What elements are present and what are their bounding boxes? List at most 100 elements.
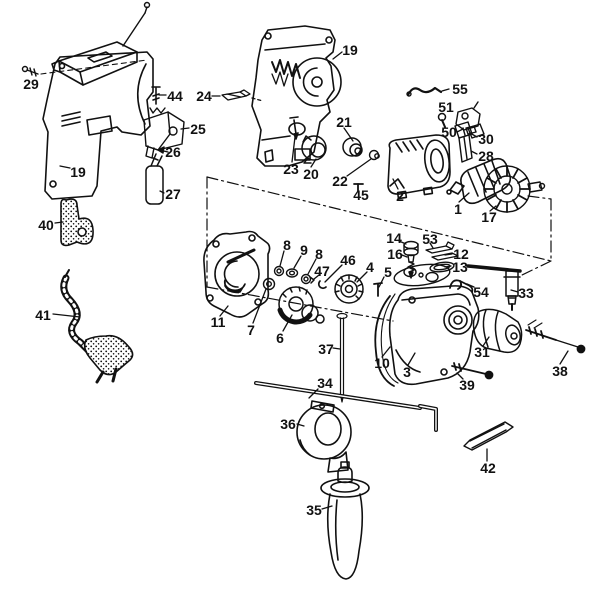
ring-13 <box>429 261 455 273</box>
part-labels: 29 19 40 41 44 24 25 26 27 19 23 20 21 2… <box>23 42 568 518</box>
screw-45 <box>353 183 364 192</box>
housing-right-19 <box>251 25 342 167</box>
leader-lines <box>52 51 569 510</box>
depth-rod-34 <box>254 381 438 432</box>
part-label-11: 11 <box>211 314 226 330</box>
part-label-38: 38 <box>552 363 568 379</box>
screw-44 <box>151 86 161 105</box>
chuck-key-33 <box>466 264 522 311</box>
part-label-55: 55 <box>452 81 468 97</box>
part-label-47: 47 <box>314 263 330 279</box>
clip-46 <box>317 280 327 290</box>
bearing-4 <box>334 274 364 304</box>
part-label-50: 50 <box>441 124 457 140</box>
clip-26 <box>157 146 169 154</box>
nut-22 <box>368 149 380 161</box>
part-label-7: 7 <box>247 322 255 338</box>
armature-1 <box>446 157 512 205</box>
side-handle-35 <box>320 461 370 580</box>
part-label-30: 30 <box>478 131 494 147</box>
screw-29 <box>21 59 148 77</box>
part-label-16: 16 <box>387 246 403 262</box>
wire-clip-55 <box>406 86 443 97</box>
screw-39 <box>451 362 494 380</box>
part-label-19-right: 19 <box>342 42 358 58</box>
gasket-10 <box>374 293 399 387</box>
part-label-31: 31 <box>474 344 490 360</box>
part-label-13: 13 <box>452 259 468 275</box>
part-label-24: 24 <box>196 88 212 104</box>
clamp-36 <box>296 400 352 473</box>
part-label-37: 37 <box>318 341 334 357</box>
clip-47 <box>309 276 315 284</box>
gear-case-cover-11 <box>203 230 271 318</box>
fan-17 <box>483 165 546 213</box>
part-label-21: 21 <box>336 114 352 130</box>
gear-housing-3 <box>388 285 480 386</box>
nut-9 <box>285 268 299 278</box>
part-label-25: 25 <box>190 121 206 137</box>
part-label-54: 54 <box>473 284 489 300</box>
part-label-22: 22 <box>332 173 348 189</box>
washer-7 <box>262 277 276 291</box>
screw-23 <box>289 116 299 140</box>
gear-6 <box>277 286 325 325</box>
part-label-12: 12 <box>453 246 469 262</box>
chuck-31 <box>472 308 523 354</box>
part-label-2: 2 <box>396 188 404 204</box>
part-label-35: 35 <box>306 502 322 518</box>
switch-25 <box>143 107 185 159</box>
part-label-23: 23 <box>283 161 299 177</box>
pin-5 <box>373 282 383 297</box>
pin-24 <box>221 89 264 102</box>
part-label-20: 20 <box>303 166 319 182</box>
part-label-40: 40 <box>38 217 54 233</box>
part-label-17: 17 <box>481 209 497 225</box>
washer-8a <box>273 265 285 277</box>
part-label-5: 5 <box>384 264 392 280</box>
part-label-46: 46 <box>340 252 356 268</box>
part-label-14: 14 <box>386 230 402 246</box>
field-2 <box>387 134 451 200</box>
plunger-14-16 <box>403 240 419 279</box>
part-label-3: 3 <box>403 364 411 380</box>
part-label-53: 53 <box>422 231 438 247</box>
part-label-6: 6 <box>276 330 284 346</box>
housing-left-19 <box>42 51 154 200</box>
part-label-42: 42 <box>480 460 496 476</box>
screw-38 <box>525 319 586 354</box>
screw-51 <box>437 112 447 128</box>
retainer-20 <box>301 135 327 164</box>
part-label-10: 10 <box>374 355 390 371</box>
capacitor-27 <box>145 153 164 205</box>
part-label-9: 9 <box>300 242 308 258</box>
part-label-29: 29 <box>23 76 39 92</box>
washers-21 <box>342 137 363 157</box>
part-label-27: 27 <box>165 186 181 202</box>
retainer-plate <box>393 263 451 287</box>
part-label-4: 4 <box>366 259 374 275</box>
brush-holder-50 <box>454 101 485 139</box>
part-label-8b: 8 <box>315 246 323 262</box>
part-label-44: 44 <box>167 88 183 104</box>
part-label-28: 28 <box>478 148 494 164</box>
part-label-19-left: 19 <box>70 164 86 180</box>
top-screw-icon <box>122 1 151 47</box>
power-cord-41 <box>60 269 134 384</box>
part-label-26: 26 <box>165 144 181 160</box>
part-label-41: 41 <box>35 307 51 323</box>
part-label-8a: 8 <box>283 237 291 253</box>
part-label-45: 45 <box>353 187 369 203</box>
part-label-33: 33 <box>518 285 534 301</box>
part-label-51: 51 <box>438 99 454 115</box>
part-label-1: 1 <box>454 201 462 217</box>
washer-8b <box>300 273 312 285</box>
part-label-34: 34 <box>317 375 333 391</box>
part-label-39: 39 <box>459 377 475 393</box>
cord-protector-40 <box>60 198 94 247</box>
terminal-53 <box>425 241 455 254</box>
part-label-36: 36 <box>280 416 296 432</box>
bit-42 <box>463 421 514 451</box>
